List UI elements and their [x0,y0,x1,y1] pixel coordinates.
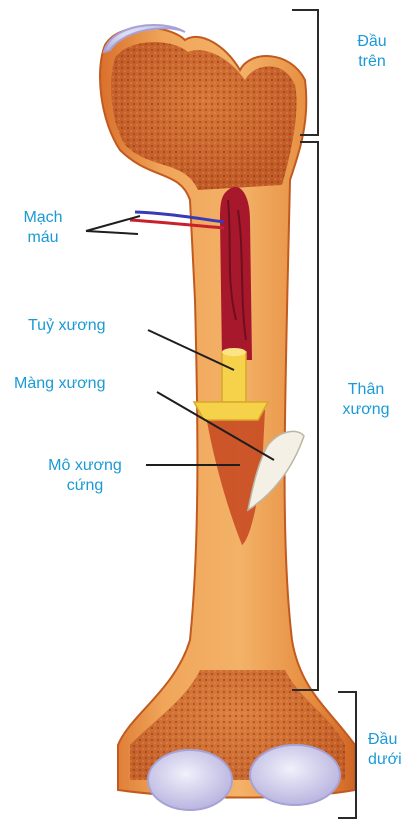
label-compact-line2: cứng [20,476,150,496]
label-head-top: Đầu trên [342,32,402,72]
label-periosteum: Màng xương [14,374,105,394]
leader-vessel-1 [86,216,140,231]
label-vessel: Mạch máu [2,208,84,248]
condyle-right [250,745,340,805]
label-shaft-line1: Thân [326,380,406,400]
yellow-marrow-top [222,348,246,356]
label-shaft-line2: xương [326,400,406,420]
condyle-left [148,750,232,810]
label-vessel-line2: máu [2,228,84,248]
label-compact: Mô xương cứng [20,456,150,496]
label-head-bottom-line1: Đầu [368,730,402,750]
label-vessel-line1: Mạch [2,208,84,228]
label-head-bottom-line2: dưới [368,750,402,770]
label-compact-line1: Mô xương [20,456,150,476]
label-marrow: Tuỷ xương [28,316,106,336]
label-head-bottom: Đầu dưới [368,730,402,770]
bracket-shaft [292,142,318,690]
label-head-top-line1: Đầu [342,32,402,52]
yellow-marrow [222,352,246,402]
label-head-top-line2: trên [342,52,402,72]
label-shaft: Thân xương [326,380,406,420]
marrow-cavity [220,187,252,360]
periosteum-ring [194,402,268,420]
leader-vessel-2 [86,231,138,234]
